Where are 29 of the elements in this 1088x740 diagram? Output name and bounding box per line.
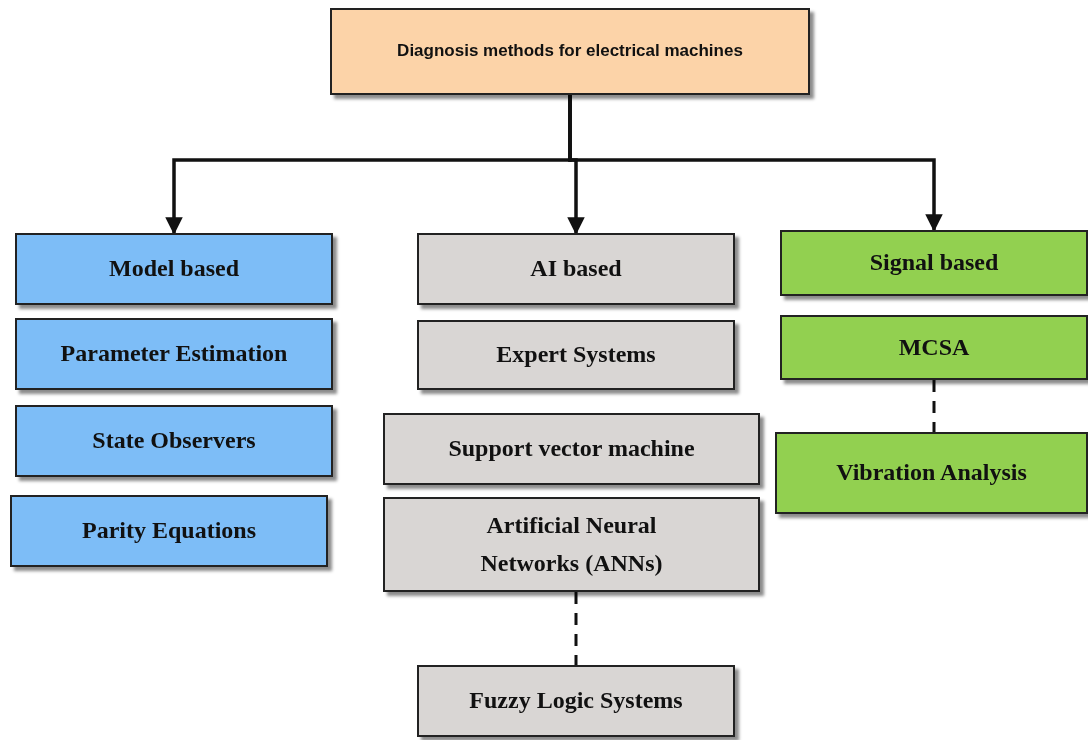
category-box (417, 233, 735, 305)
dashed-connector (932, 380, 936, 432)
box-label: Support vector machine (448, 434, 695, 464)
box-label: Model based (109, 254, 239, 284)
category-box (330, 8, 810, 95)
box-label: Fuzzy Logic Systems (469, 686, 683, 716)
category-box (383, 497, 760, 592)
category-box (15, 233, 333, 305)
box-label: Parity Equations (82, 516, 256, 546)
box-label: State Observers (92, 426, 256, 456)
box-label: Diagnosis methods for electrical machines (397, 40, 743, 63)
category-box (417, 665, 735, 737)
category-box (383, 413, 760, 485)
box-label: Artificial Neural Networks (ANNs) (479, 511, 664, 578)
box-label: Expert Systems (496, 340, 656, 370)
category-box (15, 405, 333, 477)
box-label: Parameter Estimation (60, 339, 288, 369)
category-box (780, 230, 1088, 296)
category-box (15, 318, 333, 390)
category-box (10, 495, 328, 567)
dashed-connector (574, 592, 578, 665)
category-box (780, 315, 1088, 380)
category-box (417, 320, 735, 390)
box-label: MCSA (898, 332, 970, 362)
category-box (775, 432, 1088, 514)
box-label: Vibration Analysis (836, 458, 1027, 488)
box-label: Signal based (869, 248, 999, 278)
arrow (568, 95, 943, 232)
box-label: AI based (530, 254, 622, 284)
